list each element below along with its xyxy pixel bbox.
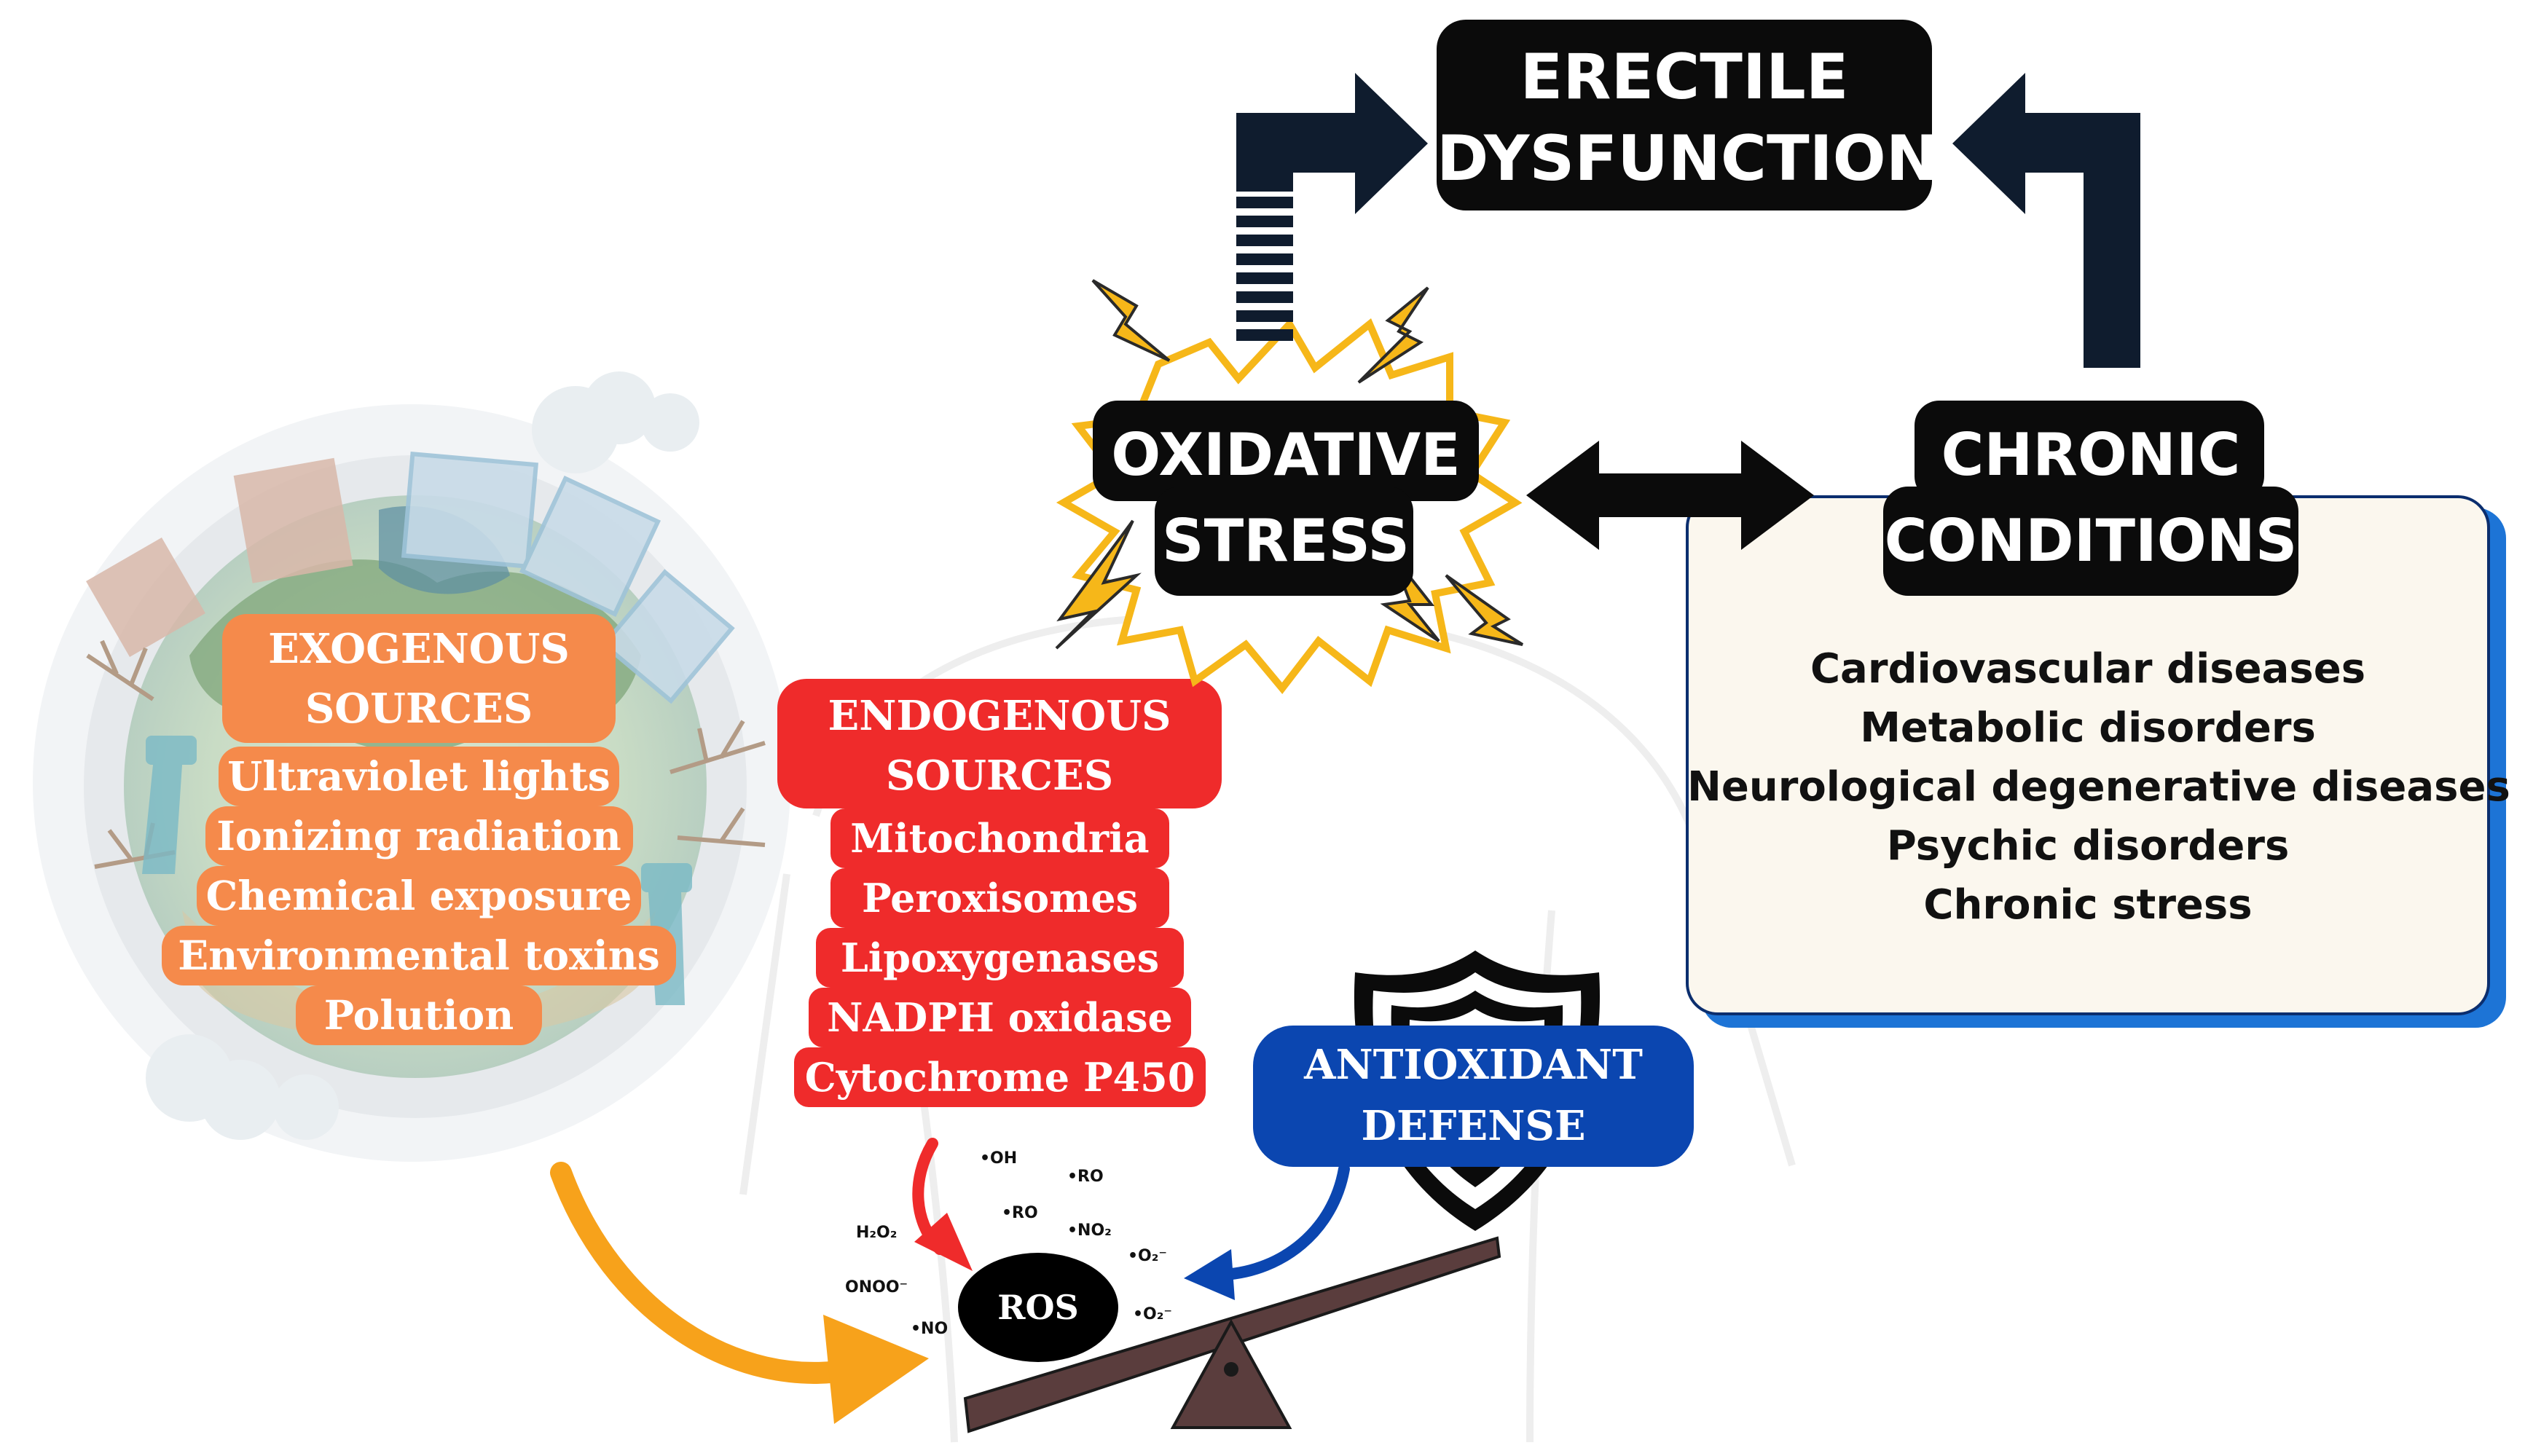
chronic-item: Chronic stress <box>1923 881 2253 929</box>
erectile-dysfunction-title: ERECTILE DYSFUNCTION <box>1437 36 1939 200</box>
ros-species: •NO₂ <box>1067 1221 1112 1240</box>
antioxidant-line-2: DEFENSE <box>1361 1102 1586 1150</box>
lightning-bolt-icon <box>1055 279 1524 650</box>
chronic-title-box-lower <box>1883 487 2298 596</box>
endogenous-item: NADPH oxidase <box>827 994 1173 1041</box>
ros-species: •O₂⁻ <box>1128 1247 1168 1265</box>
endogenous-item: Peroxisomes <box>861 875 1138 921</box>
ros-species: H₂O₂ <box>856 1224 898 1242</box>
exogenous-title: EXOGENOUS SOURCES <box>222 619 616 739</box>
chronic-line-2: CONDITIONS <box>1884 507 2298 575</box>
ros-ellipse <box>958 1253 1118 1362</box>
endogenous-title: ENDOGENOUS SOURCES <box>777 686 1222 806</box>
ros-species: •O₂⁻ <box>1133 1305 1173 1323</box>
endogenous-sources-box <box>777 679 1222 1107</box>
ed-line-2: DYSFUNCTION <box>1437 122 1939 195</box>
oxidative-to-ed-arrow <box>1236 73 1428 341</box>
endogenous-items: Mitochondria Peroxisomes Lipoxygenases N… <box>794 808 1206 1107</box>
double-headed-arrow <box>1526 441 1814 550</box>
ros-species: ONOO⁻ <box>845 1278 908 1296</box>
chronic-title-box <box>1915 401 2264 501</box>
endogenous-line-2: SOURCES <box>885 752 1114 800</box>
endogenous-to-ros-arrow <box>912 1138 973 1271</box>
ed-line-1: ERECTILE <box>1520 41 1849 114</box>
endogenous-line-1: ENDOGENOUS <box>828 692 1171 740</box>
antioxidant-box <box>1253 1026 1694 1167</box>
exogenous-item: Ultraviolet lights <box>227 752 610 800</box>
ros-label: ROS <box>997 1288 1079 1327</box>
exogenous-item: Chemical exposure <box>205 872 632 919</box>
antioxidant-to-ros-arrow <box>1184 1163 1350 1300</box>
ros-species: •RO <box>1067 1168 1104 1186</box>
antioxidant-label: ANTIOXIDANT DEFENSE <box>1253 1034 1694 1157</box>
exogenous-items: Ultraviolet lights Ionizing radiation Ch… <box>162 747 676 1045</box>
ros-species: •OH <box>980 1149 1018 1168</box>
erectile-dysfunction-box <box>1437 20 1932 210</box>
chronic-item: Psychic disorders <box>1886 822 2290 870</box>
chronic-conditions-panel <box>1686 495 2506 1028</box>
exogenous-item: Environmental toxins <box>178 932 660 979</box>
ros-species: •NO <box>911 1320 949 1338</box>
oxidative-line-2: STRESS <box>1161 507 1410 575</box>
seesaw-balance <box>963 1236 1501 1433</box>
chronic-conditions-list: Cardiovascular diseases Metabolic disord… <box>1687 640 2510 934</box>
exogenous-to-ros-arrow <box>550 1162 929 1424</box>
chronic-line-1: CHRONIC <box>1941 421 2241 489</box>
oxidative-stress-box <box>1093 401 1479 501</box>
chronic-item: Neurological degenerative diseases <box>1687 763 2510 811</box>
exogenous-line-2: SOURCES <box>305 685 533 733</box>
exogenous-line-1: EXOGENOUS <box>268 625 570 673</box>
endogenous-item: Mitochondria <box>850 815 1150 862</box>
factory-icon <box>86 457 353 657</box>
exogenous-item: Polution <box>323 991 514 1039</box>
exogenous-item: Ionizing radiation <box>216 812 621 859</box>
building-icon <box>401 452 735 704</box>
drain-pipe-icon <box>142 736 692 1005</box>
oxidative-stress-label: OXIDATIVE STRESS <box>1093 412 1479 584</box>
endogenous-item: Cytochrome P450 <box>804 1054 1195 1101</box>
endogenous-item: Lipoxygenases <box>840 934 1160 981</box>
chronic-to-ed-arrow <box>1952 73 2140 368</box>
chronic-item: Cardiovascular diseases <box>1810 645 2366 693</box>
antioxidant-line-1: ANTIOXIDANT <box>1304 1041 1643 1089</box>
ros-species: •RO <box>1002 1204 1038 1222</box>
oxidative-stress-box-lower <box>1155 487 1413 596</box>
chronic-conditions-title: CHRONIC CONDITIONS <box>1883 412 2298 584</box>
chronic-item: Metabolic disorders <box>1860 704 2316 752</box>
exogenous-sources-box <box>162 614 676 1045</box>
smoke-cloud-icon <box>146 371 699 1140</box>
oxidative-line-1: OXIDATIVE <box>1111 421 1461 489</box>
